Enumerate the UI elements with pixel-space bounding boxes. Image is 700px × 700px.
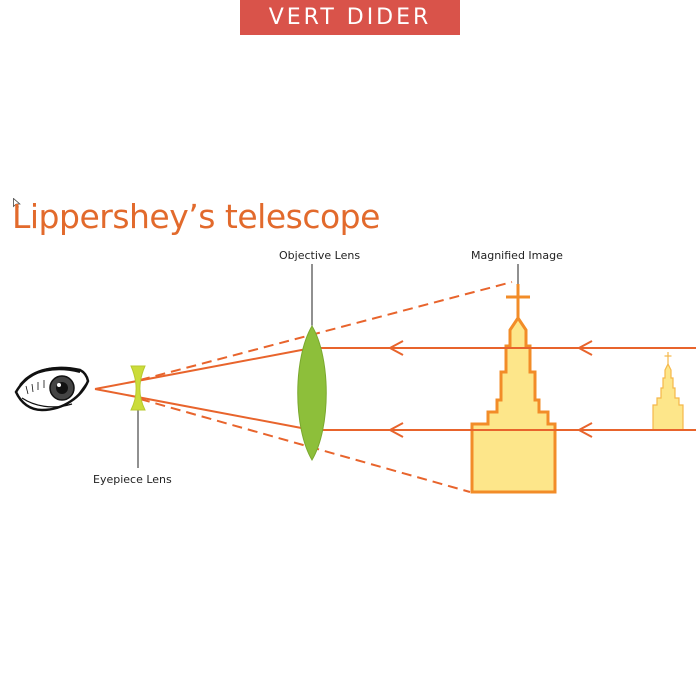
converging-ray-lower xyxy=(94,388,313,431)
virtual-ray-lower xyxy=(139,398,471,493)
ray-arrow xyxy=(387,340,404,356)
cursor-icon xyxy=(13,198,21,208)
converging-ray-upper xyxy=(94,347,313,390)
objective-lens-label: Objective Lens xyxy=(279,249,361,262)
magnified-image-label: Magnified Image xyxy=(471,249,563,262)
eyepiece-lens-label: Eyepiece Lens xyxy=(93,473,172,486)
ray-arrow xyxy=(576,422,593,438)
diagram-title: Lippershey’s telescope xyxy=(12,197,380,236)
incoming-rays xyxy=(312,340,696,438)
magnified-church-image xyxy=(470,284,557,494)
virtual-ray-upper xyxy=(139,281,513,381)
ray-arrow xyxy=(387,422,404,438)
distant-church xyxy=(652,352,684,431)
eyepiece-lens xyxy=(130,365,146,411)
objective-lens xyxy=(297,325,327,461)
converging-rays xyxy=(94,347,313,431)
ray-arrow xyxy=(576,340,593,356)
virtual-image-rays xyxy=(139,281,513,493)
eye-icon xyxy=(14,366,90,412)
brand-banner: VERT DIDER xyxy=(240,0,460,35)
